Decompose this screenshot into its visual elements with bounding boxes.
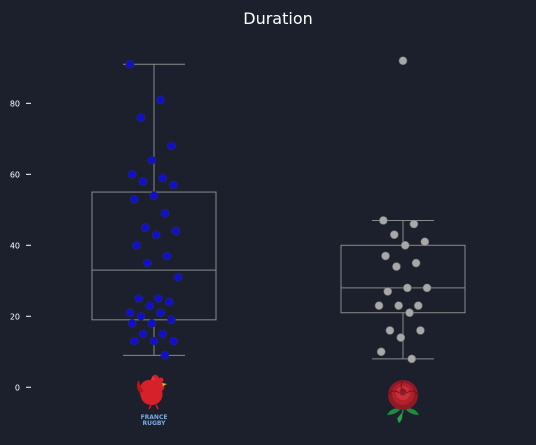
logo-text-line-1: FRANCE (141, 414, 168, 421)
data-point (389, 230, 399, 239)
data-point (149, 336, 159, 346)
data-point (151, 230, 161, 239)
y-tick-label: 20 (10, 312, 20, 321)
data-point (125, 59, 135, 69)
data-point (409, 219, 419, 229)
data-point (154, 294, 163, 303)
y-axis: 0 20 40 60 80 (10, 99, 31, 392)
data-point (156, 95, 165, 105)
data-point (162, 251, 172, 261)
data-point (376, 347, 386, 357)
data-point (422, 283, 432, 293)
data-point (167, 141, 176, 151)
data-point (127, 170, 137, 179)
data-point (169, 336, 178, 346)
data-point (125, 308, 135, 318)
data-point (420, 237, 430, 247)
data-point (381, 251, 390, 261)
data-point (407, 354, 417, 364)
data-point (149, 191, 159, 200)
data-point (132, 240, 141, 250)
data-point (374, 301, 384, 310)
data-point (130, 336, 139, 346)
data-point (411, 258, 421, 268)
data-point (140, 223, 150, 232)
data-point (147, 155, 157, 165)
data-point (405, 308, 414, 318)
data-point (403, 283, 412, 293)
data-point (167, 315, 176, 325)
chart-title: Duration (243, 9, 313, 28)
data-points (125, 56, 432, 364)
outlier-point (398, 56, 408, 66)
data-point (173, 272, 183, 282)
data-point (394, 301, 403, 310)
data-point (385, 326, 395, 335)
data-point (147, 319, 157, 328)
data-point (383, 287, 393, 296)
data-point (143, 258, 152, 268)
iqr-box (91, 191, 217, 321)
england-rose-logo (387, 379, 419, 423)
data-point (134, 294, 144, 303)
y-tick-label: 80 (10, 99, 20, 108)
data-point (130, 194, 139, 204)
y-tick-label: 40 (10, 241, 20, 250)
data-point (379, 216, 388, 225)
logo-text-line-2: RUGBY (142, 420, 166, 427)
data-point (396, 333, 406, 342)
y-tick-label: 0 (15, 383, 20, 392)
data-point (416, 326, 425, 335)
data-point (400, 240, 410, 250)
data-point (127, 319, 137, 328)
data-point (158, 329, 168, 339)
data-point (169, 180, 178, 190)
data-point (160, 351, 170, 360)
data-point (136, 113, 146, 122)
data-point (164, 297, 174, 307)
data-point (138, 177, 148, 186)
france-rugby-rooster-logo: FRANCE RUGBY (136, 374, 168, 427)
iqr-box (340, 244, 466, 314)
data-point (136, 311, 146, 321)
y-tick-label: 60 (10, 170, 20, 179)
data-point (413, 301, 423, 310)
data-point (392, 262, 401, 271)
data-point (145, 301, 154, 310)
data-point (138, 329, 148, 339)
data-point (160, 209, 170, 218)
data-point (156, 308, 165, 318)
data-point (171, 226, 181, 236)
data-point (158, 173, 168, 183)
